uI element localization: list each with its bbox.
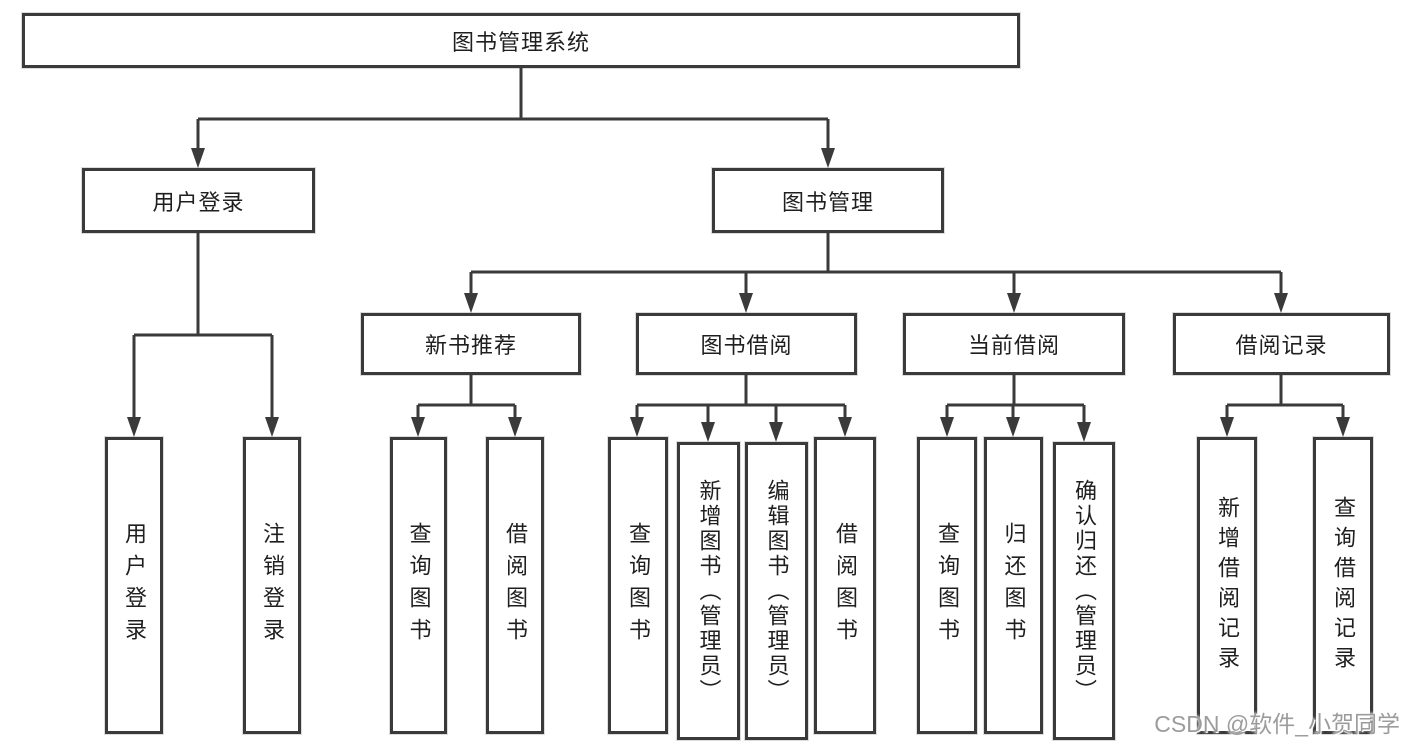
leaf-user-login: 用户登录	[105, 437, 163, 734]
leaf-confirm-return-admin: 确认归还（管理员）	[1053, 442, 1115, 740]
node-current-borrow-label: 当前借阅	[967, 333, 1060, 358]
leaf-return-book-label: 归还图书	[1001, 521, 1027, 650]
node-root-label: 图书管理系统	[451, 29, 590, 55]
connector-borrow-record-children	[1220, 375, 1350, 437]
leaf-query-books-current-label: 查询图书	[935, 521, 960, 650]
leaf-return-book: 归还图书	[984, 437, 1043, 734]
connector-root-to-level2	[191, 68, 835, 168]
leaf-borrow-books-recommend-label: 借阅图书	[503, 521, 528, 650]
node-current-borrow: 当前借阅	[903, 313, 1125, 375]
leaf-query-books-borrow-label: 查询图书	[626, 521, 651, 650]
connector-new-book-children	[411, 375, 522, 437]
leaf-query-books-recommend: 查询图书	[390, 437, 447, 734]
connector-book-management-children	[464, 233, 1288, 313]
node-book-management-label: 图书管理	[781, 189, 874, 215]
leaf-logout-label: 注销登录	[260, 521, 285, 650]
leaf-edit-book-admin-label: 编辑图书（管理员）	[764, 478, 790, 704]
node-new-book-recommend: 新书推荐	[361, 313, 581, 375]
leaf-borrow-books-borrow: 借阅图书	[814, 437, 876, 734]
connector-book-borrow-children	[630, 375, 852, 442]
leaf-borrow-books-recommend: 借阅图书	[486, 437, 544, 734]
leaf-user-login-label: 用户登录	[122, 521, 147, 650]
leaf-query-books-current: 查询图书	[917, 437, 977, 734]
leaf-add-book-admin-label: 新增图书（管理员）	[696, 478, 722, 704]
leaf-query-books-recommend-label: 查询图书	[406, 521, 432, 650]
leaf-query-borrow-record-label: 查询借阅记录	[1331, 495, 1356, 676]
leaf-query-borrow-record: 查询借阅记录	[1313, 437, 1373, 734]
leaf-query-books-borrow: 查询图书	[608, 437, 668, 734]
node-borrow-records: 借阅记录	[1173, 313, 1390, 375]
connector-current-borrow-children	[940, 375, 1091, 442]
leaf-edit-book-admin: 编辑图书（管理员）	[745, 442, 808, 740]
node-user-login: 用户登录	[82, 168, 315, 233]
node-user-login-label: 用户登录	[152, 189, 245, 215]
leaf-add-borrow-record-label: 新增借阅记录	[1215, 495, 1240, 676]
node-new-book-recommend-label: 新书推荐	[424, 333, 517, 358]
connector-user-login-children	[127, 233, 279, 437]
leaf-logout: 注销登录	[243, 437, 301, 734]
leaf-add-book-admin: 新增图书（管理员）	[677, 442, 740, 740]
node-book-borrow: 图书借阅	[636, 313, 857, 375]
leaf-add-borrow-record: 新增借阅记录	[1197, 437, 1257, 734]
leaf-confirm-return-admin-label: 确认归还（管理员）	[1072, 478, 1097, 704]
node-borrow-records-label: 借阅记录	[1235, 333, 1328, 358]
watermark: CSDN @软件_小贺同学	[1154, 711, 1400, 737]
node-book-management: 图书管理	[712, 168, 944, 233]
leaf-borrow-books-borrow-label: 借阅图书	[833, 521, 858, 650]
node-root: 图书管理系统	[22, 13, 1020, 68]
node-book-borrow-label: 图书借阅	[700, 333, 793, 358]
